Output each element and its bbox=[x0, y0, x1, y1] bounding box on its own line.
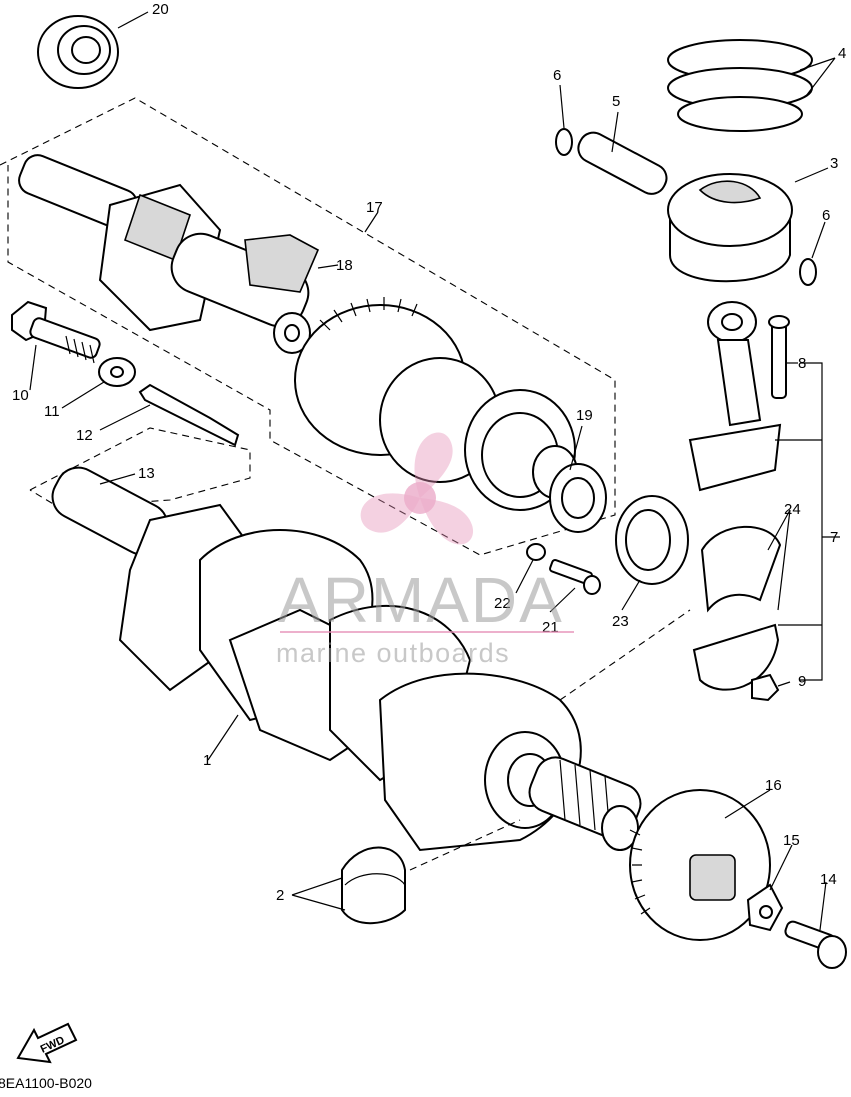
balancer-weight-part-18 bbox=[244, 234, 320, 293]
part-number-label: 3 bbox=[830, 155, 838, 172]
part-number-label: 9 bbox=[798, 673, 806, 690]
part-number-label: 10 bbox=[12, 387, 29, 404]
bearing-part-20 bbox=[37, 15, 119, 89]
part-number-label: 16 bbox=[765, 777, 782, 794]
balancer-shaft-part-17 bbox=[18, 154, 311, 354]
part-number-label: 12 bbox=[76, 427, 93, 444]
watermark-tagline-text: marine outboards bbox=[276, 638, 510, 668]
part-number-label: 8 bbox=[798, 355, 806, 372]
bearing-shell-part-2 bbox=[341, 846, 406, 925]
gear-part-16 bbox=[629, 789, 771, 941]
piston-pin-part-5 bbox=[577, 131, 668, 195]
part-number-label: 19 bbox=[576, 407, 593, 424]
part-number-label: 18 bbox=[336, 257, 353, 274]
piston-rings-part-4 bbox=[667, 39, 813, 132]
lock-washer-part-15 bbox=[746, 883, 784, 932]
armada-watermark: ARMADA marine outboards bbox=[276, 432, 574, 668]
part-number-label: 6 bbox=[822, 207, 830, 224]
piston-part-3 bbox=[667, 173, 793, 283]
part-number-label: 20 bbox=[152, 1, 169, 18]
nut-part-9 bbox=[751, 673, 780, 702]
rod-cap-part-7 bbox=[692, 623, 780, 691]
balancer-gear-assembly bbox=[294, 297, 576, 511]
part-number-label: 4 bbox=[838, 45, 846, 62]
bearing-shell-part-24 bbox=[700, 525, 782, 613]
part-number-label: 24 bbox=[784, 501, 801, 518]
part-number-label: 1 bbox=[203, 752, 211, 769]
collar-part-19 bbox=[532, 445, 607, 533]
part-number-label: 5 bbox=[612, 93, 620, 110]
part-number-label: 14 bbox=[820, 871, 837, 888]
circlip-part-6-left bbox=[555, 128, 573, 156]
fwd-arrow-icon: FWD bbox=[16, 1022, 78, 1064]
drawing-code-label: 8EA1100-B020 bbox=[0, 1075, 92, 1091]
part-number-label: 17 bbox=[366, 199, 383, 216]
washer-part-11 bbox=[98, 357, 136, 387]
part-number-label: 6 bbox=[553, 67, 561, 84]
part-number-label: 2 bbox=[276, 887, 284, 904]
bolt-part-10 bbox=[11, 300, 101, 364]
watermark-brand-text: ARMADA bbox=[278, 564, 564, 636]
bolt-part-14 bbox=[784, 920, 847, 969]
oil-seal-part-23 bbox=[615, 495, 689, 585]
part-number-label: 13 bbox=[138, 465, 155, 482]
nut-part-22 bbox=[526, 543, 546, 561]
plate-part-13 bbox=[138, 383, 240, 447]
connecting-rod-part-7 bbox=[688, 301, 782, 492]
leader-lines bbox=[29, 11, 840, 931]
part-number-label: 22 bbox=[494, 595, 511, 612]
propeller-logo-icon bbox=[360, 432, 474, 545]
bolt-part-21 bbox=[549, 559, 601, 595]
group-outline-17 bbox=[0, 97, 616, 556]
rod-bolt-part-8 bbox=[768, 315, 790, 399]
part-number-label: 7 bbox=[830, 529, 838, 546]
part-number-label: 23 bbox=[612, 613, 629, 630]
circlip-part-6-right bbox=[799, 258, 817, 286]
part-number-label: 11 bbox=[44, 403, 60, 420]
crankshaft-part-1 bbox=[51, 466, 642, 852]
part-number-label: 15 bbox=[783, 832, 800, 849]
